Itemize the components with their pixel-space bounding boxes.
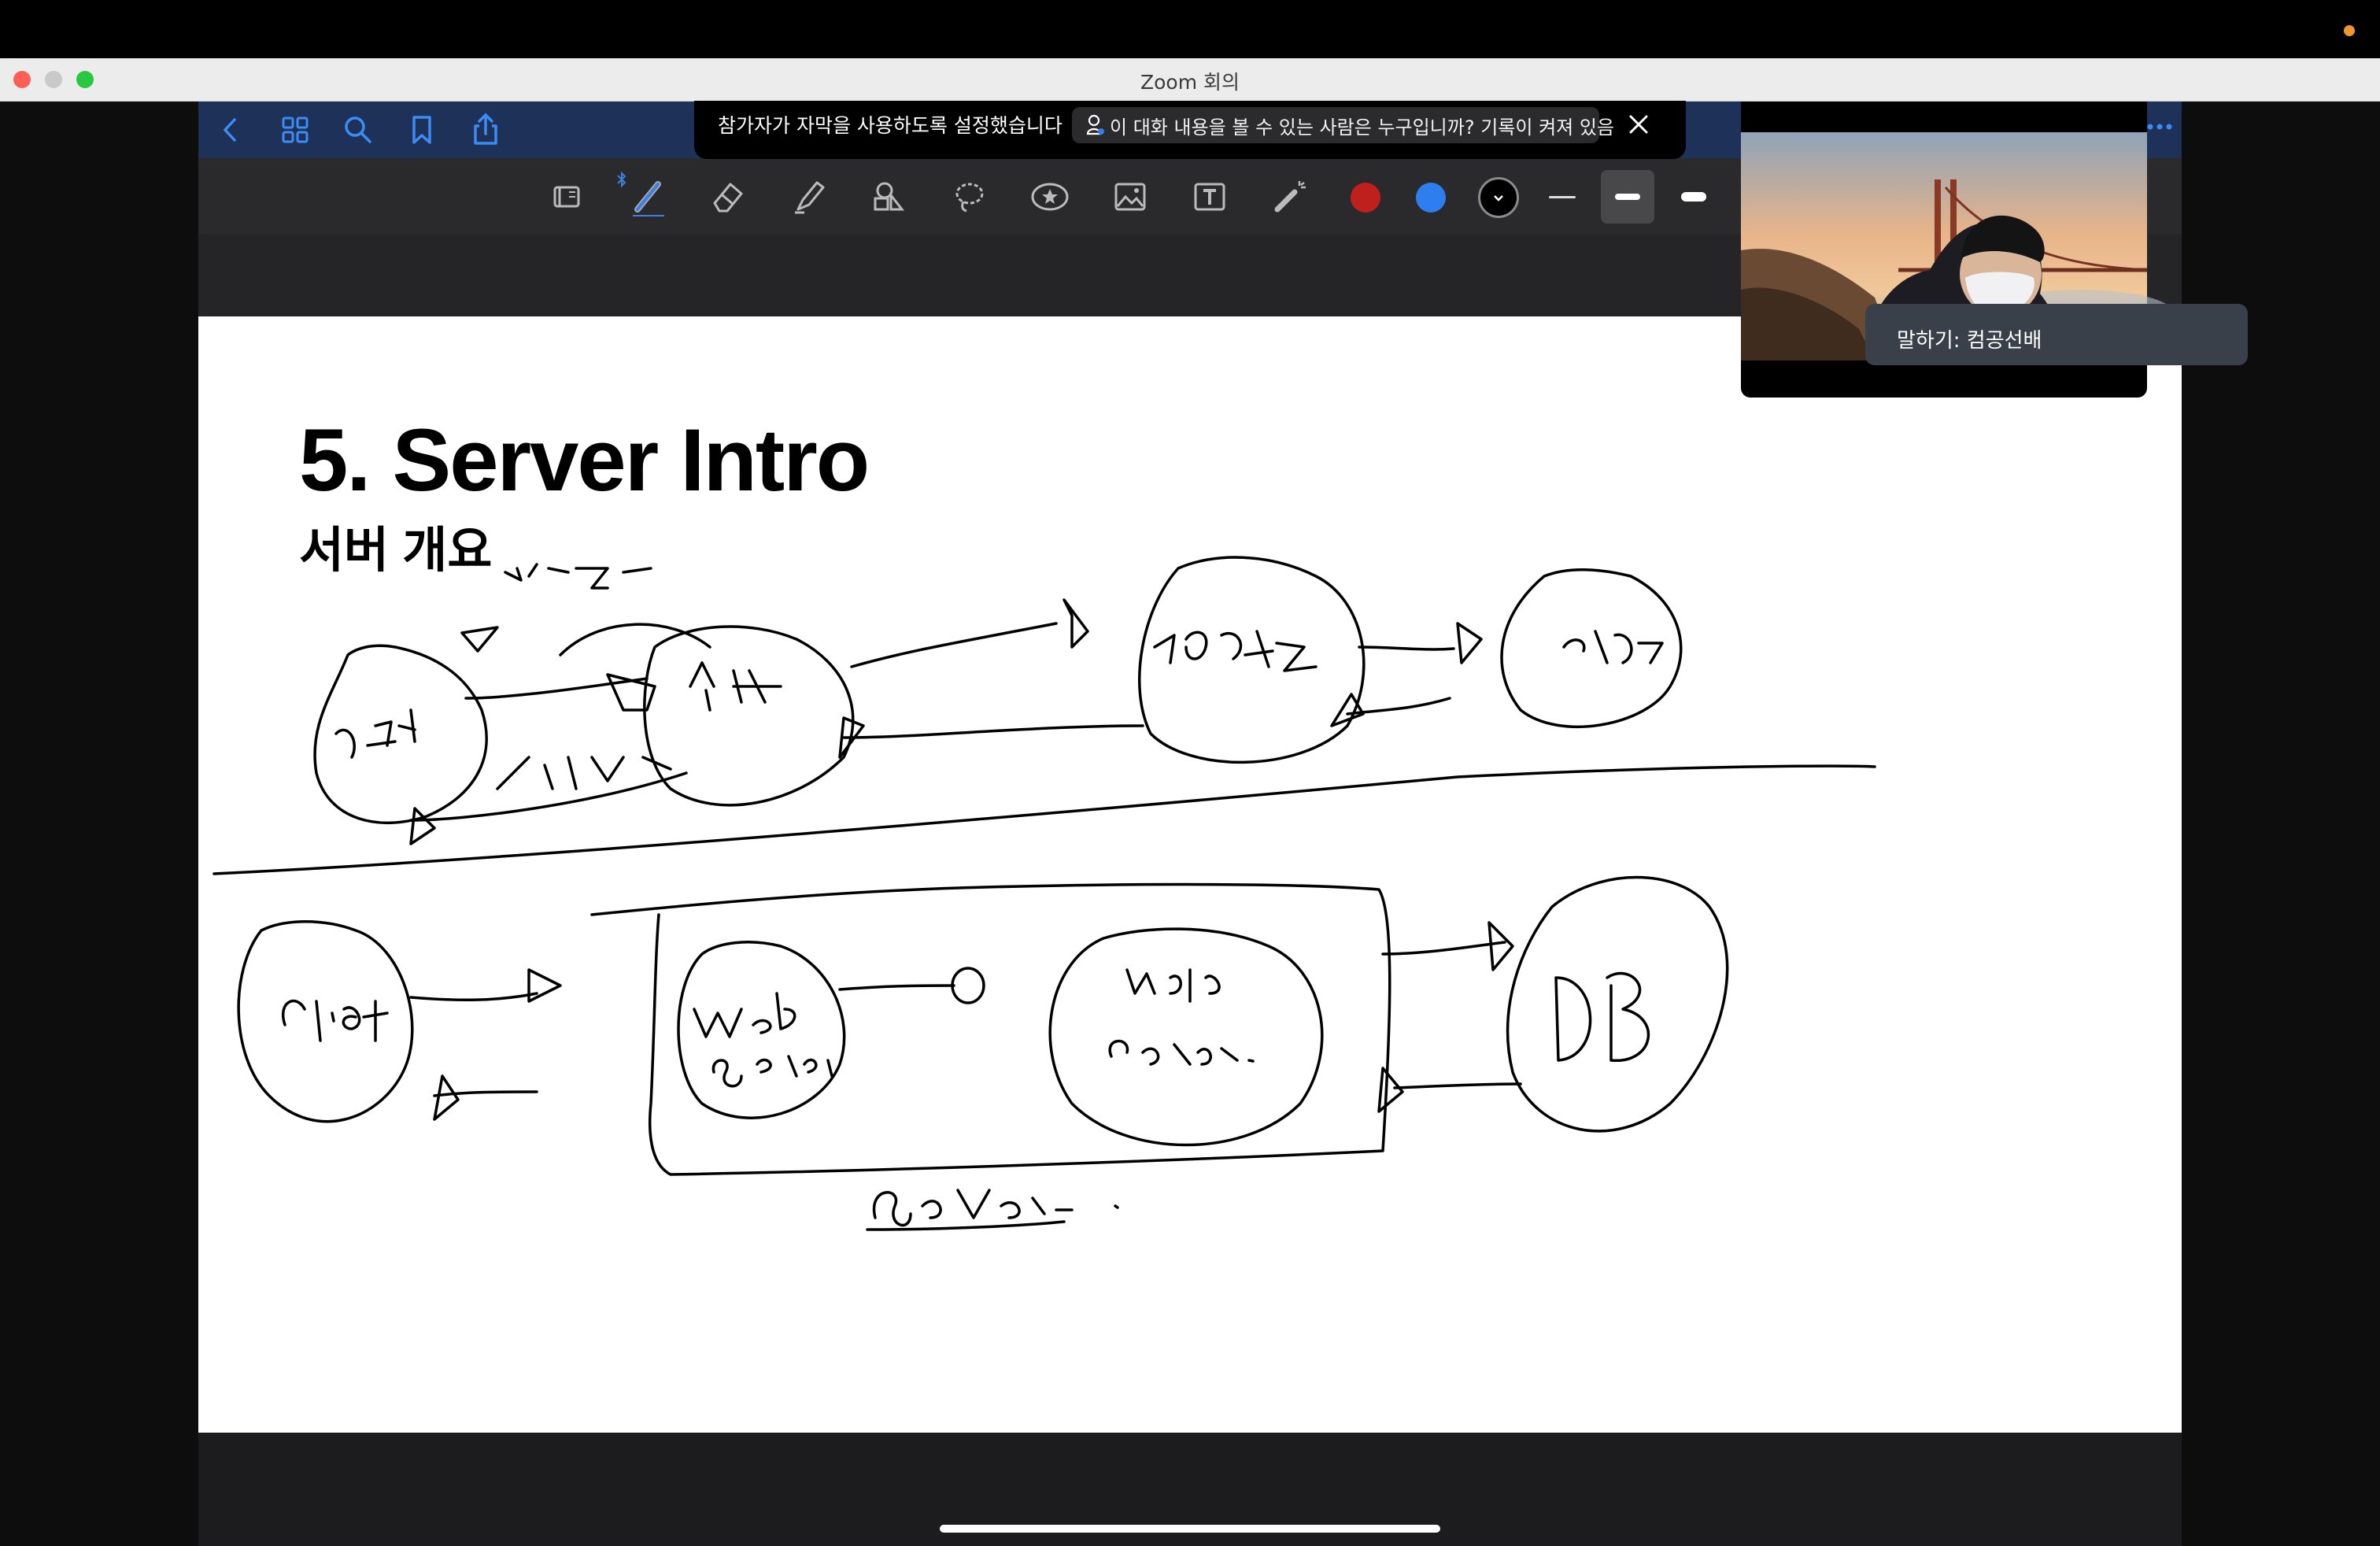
db-circle [1506,875,1729,1133]
lasso-tool-icon[interactable] [948,175,992,219]
active-speaker-label: 말하기: 컴공선배 [1897,329,2042,353]
zoom-window-button[interactable] [76,71,94,88]
share-icon[interactable] [466,110,505,150]
laser-pointer-icon[interactable] [1268,175,1312,219]
window-title: Zoom 회의 [1140,71,1240,94]
chevron-down-icon [1494,195,1503,202]
slide-title: 5. Server Intro [299,411,870,509]
customer-circle [313,644,488,825]
stroke-width-thin[interactable] [1549,196,1576,198]
web-server-circle [677,941,846,1119]
arrow-warehouse-to-delivery [1358,645,1455,651]
handwritten-annotations [213,556,1876,1231]
active-speaker-tooltip [1865,304,2248,365]
arrow-head [1062,598,1089,649]
arrow-warehouse-to-shop [842,724,1144,739]
close-window-button[interactable] [13,71,31,88]
menu-bar [0,0,2380,58]
server-box [590,882,1391,1176]
handwriting-server-label [872,1189,1119,1227]
page-layout-icon[interactable] [545,175,589,219]
eraser-tool-icon[interactable] [707,175,751,219]
arrow-head [1330,693,1365,727]
arrow-shop-to-warehouse [850,622,1058,668]
captions-enabled-message: 참가자가 자막을 사용하도록 설정했습니다 [718,114,1062,137]
minimize-window-button[interactable] [45,71,62,88]
client-circle [237,920,414,1123]
search-icon[interactable] [338,110,378,150]
arrow-head [951,967,985,1004]
color-black-swatch-selected[interactable] [1478,177,1519,218]
slide-subtitle: 서버 개요 [299,523,493,578]
arrow-customer-to-shop [464,677,649,700]
arrow-head [606,673,656,712]
arrow-head [1377,1067,1404,1113]
color-red-swatch[interactable] [1351,183,1380,213]
who-can-see-text: 이 대화 내용을 볼 수 있는 사람은 누구입니까? 기록이 켜져 있음 [1110,117,1615,139]
arrow-head [838,716,865,759]
arrow-head [433,1074,460,1121]
text-tool-icon[interactable] [1188,175,1232,219]
warehouse-circle [1138,556,1366,764]
stroke-width-thick[interactable] [1681,192,1706,202]
bookmark-icon[interactable] [402,110,442,150]
back-chevron-icon[interactable] [211,110,250,150]
delivery-circle [1500,568,1683,729]
arrow-curve-top [559,623,711,656]
close-icon[interactable] [1623,109,1654,140]
arrow-server-to-client [433,1090,538,1097]
arrow-head [1456,622,1483,664]
arrow-web-to-was [838,984,955,991]
arrow-delivery-return [1346,697,1451,716]
recording-indicator-dot [2344,25,2355,36]
handwriting-underline [866,1220,1066,1231]
arrow-client-to-server [409,992,538,1002]
grid-view-icon[interactable] [275,110,315,150]
arrow-bottom-return [409,771,688,822]
color-blue-swatch[interactable] [1416,183,1446,213]
elements-tool-icon[interactable] [1028,175,1072,219]
image-tool-icon[interactable] [1108,175,1152,219]
shapes-tool-icon[interactable] [867,175,911,219]
person-info-icon [1086,114,1104,135]
slide-page [198,316,2182,1433]
pen-tool-icon[interactable] [626,175,671,219]
arrow-head [1488,921,1514,971]
highlighter-tool-icon[interactable] [787,175,831,219]
was-server-circle [1048,927,1324,1147]
stroke-width-medium-bar [1615,194,1640,200]
arrow-head [527,968,562,1003]
arrow-db-to-was [1393,1082,1522,1089]
more-options-icon[interactable] [2145,122,2174,131]
arrow-was-to-db [1381,941,1506,956]
shop-circle [643,625,855,807]
divider-line [213,764,1876,875]
who-can-see-chip[interactable] [1072,107,1599,143]
bluetooth-icon [617,171,626,188]
home-indicator[interactable] [940,1525,1440,1533]
handwriting-nortle [504,563,652,590]
arrow-head [409,807,436,845]
handwriting-smartstore [496,756,672,790]
arrow-head [460,626,499,653]
